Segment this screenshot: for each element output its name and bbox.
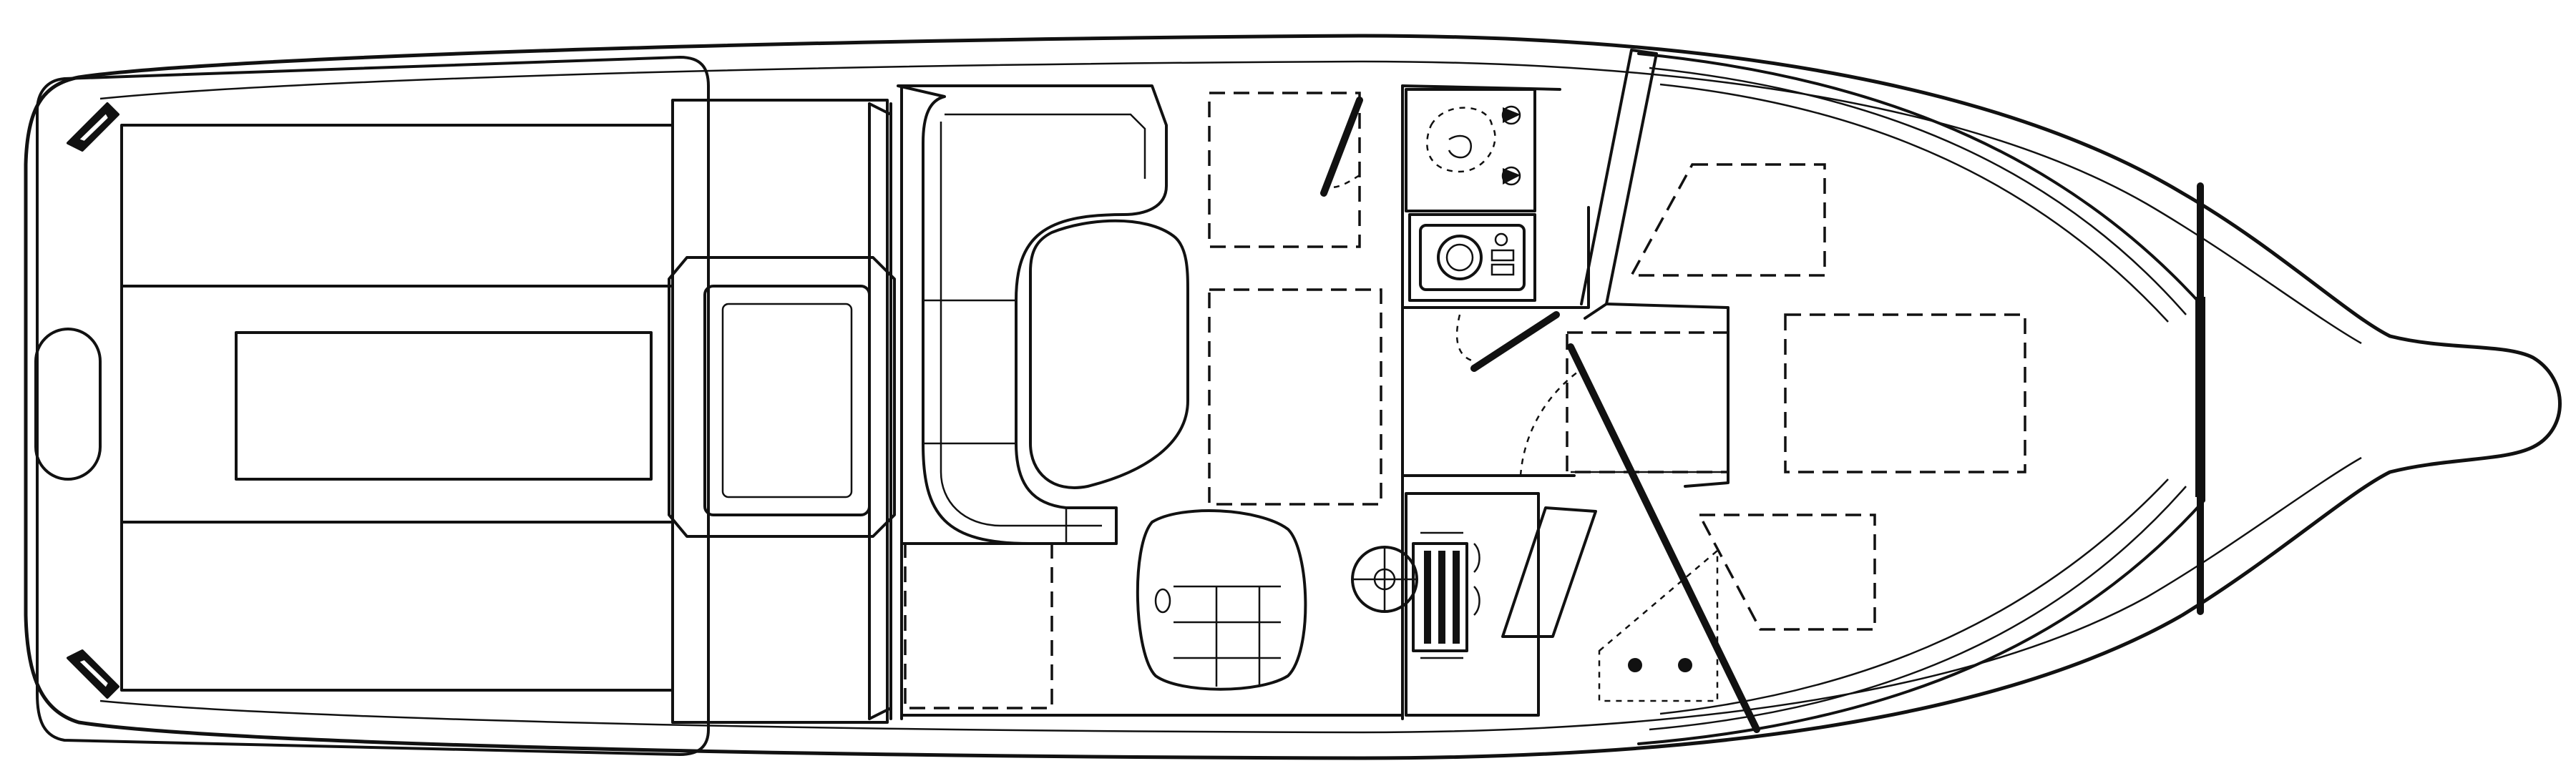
engine-hatch xyxy=(120,124,674,692)
bow-rail-outer xyxy=(1637,52,2205,745)
throttle-panel xyxy=(1412,542,1468,652)
cockpit-floor xyxy=(900,542,1404,717)
bow-rail-inner xyxy=(1659,83,2169,715)
gauge-row xyxy=(1424,551,1460,644)
helm-station xyxy=(1351,492,1719,717)
sun-pad-stripe xyxy=(235,331,653,481)
galley xyxy=(1408,213,1536,302)
hatch-inner-panel xyxy=(120,285,674,524)
helm-seat xyxy=(1136,509,1307,691)
stern-area xyxy=(34,56,710,756)
stern-cleat-bottom-inner xyxy=(77,658,110,689)
walk-through-door xyxy=(703,285,871,516)
control-knob-1 xyxy=(1494,232,1508,247)
cabin-door-frame xyxy=(1580,49,1729,488)
wet-bar xyxy=(1405,88,1536,212)
hatch-2 xyxy=(1208,288,1382,506)
cockpit-lounge xyxy=(897,84,1189,709)
cabin-steps xyxy=(1584,303,1608,320)
gauge-3 xyxy=(1453,551,1460,644)
helm-door-1-swing xyxy=(1330,174,1360,189)
control-panel-1 xyxy=(1491,249,1515,262)
bow-bar-cleat xyxy=(2195,297,2205,497)
gauge-2 xyxy=(1438,551,1445,644)
helm-seat-wedge xyxy=(1598,549,1719,702)
faucet-icon-1 xyxy=(1503,107,1521,123)
faucet-knob-1 xyxy=(1501,105,1521,125)
deck-hatches xyxy=(1208,92,1382,506)
v-berth-hatch-1 xyxy=(1629,163,1826,277)
head-compartment xyxy=(1566,331,1729,473)
bulkheads xyxy=(900,49,1729,720)
hatch-1 xyxy=(1208,92,1361,248)
swim-platform xyxy=(36,56,710,756)
cabin-door-2 xyxy=(1567,343,1760,733)
cabin-wall xyxy=(1401,84,1590,477)
cabin-door-1-swing xyxy=(1455,314,1475,363)
lounge-cushion-seams xyxy=(923,299,1068,544)
sink-drain-icon xyxy=(1448,134,1473,159)
switch-row-icon xyxy=(1420,531,1480,659)
cockpit-table xyxy=(1029,219,1189,489)
forward-cabin xyxy=(1566,163,2026,631)
doors xyxy=(1320,97,1760,733)
hull-outline xyxy=(24,34,2562,760)
helm-door-1 xyxy=(1320,97,1363,197)
stern-cleat-top-inner xyxy=(77,112,110,143)
seat-cupholder-icon xyxy=(1154,588,1171,614)
v-berth-hatch-3 xyxy=(1697,514,1876,631)
faucet-icon-2 xyxy=(1503,168,1521,185)
walk-through-door-inner xyxy=(721,303,853,498)
helm-dash xyxy=(1501,506,1597,638)
gauge-1 xyxy=(1424,551,1431,644)
transom-bench xyxy=(671,99,889,724)
lounge-back xyxy=(940,113,1146,527)
bow-rail-mid xyxy=(1649,67,2187,731)
steering-wheel-spokes xyxy=(1352,547,1417,611)
transom-walk-through xyxy=(668,256,896,538)
burner-inner-icon xyxy=(1445,243,1474,272)
cabin-hatch-2 xyxy=(1784,313,2026,473)
bench-top-chamfer xyxy=(868,102,892,720)
gunwale-inner xyxy=(99,60,2362,734)
transom-walkway xyxy=(668,99,896,724)
sink-basin-icon xyxy=(1426,107,1496,173)
helm-seat-cushion xyxy=(1174,585,1281,687)
cabin-door-2-swing xyxy=(1519,371,1579,476)
cabin-door-1 xyxy=(1470,311,1560,372)
faucet-knob-2 xyxy=(1501,166,1521,186)
cleat-helm-2 xyxy=(1678,658,1692,672)
stove-cabinet xyxy=(1408,213,1536,302)
control-panel-2 xyxy=(1491,263,1515,276)
helm-seat-icon xyxy=(1136,509,1307,691)
transom-handle-icon xyxy=(34,328,102,481)
hull xyxy=(24,34,2562,760)
cockpit-storage-a xyxy=(904,542,1053,709)
cleat-helm-1 xyxy=(1628,658,1642,672)
burner-icon xyxy=(1437,235,1483,280)
stove-top xyxy=(1419,224,1526,291)
